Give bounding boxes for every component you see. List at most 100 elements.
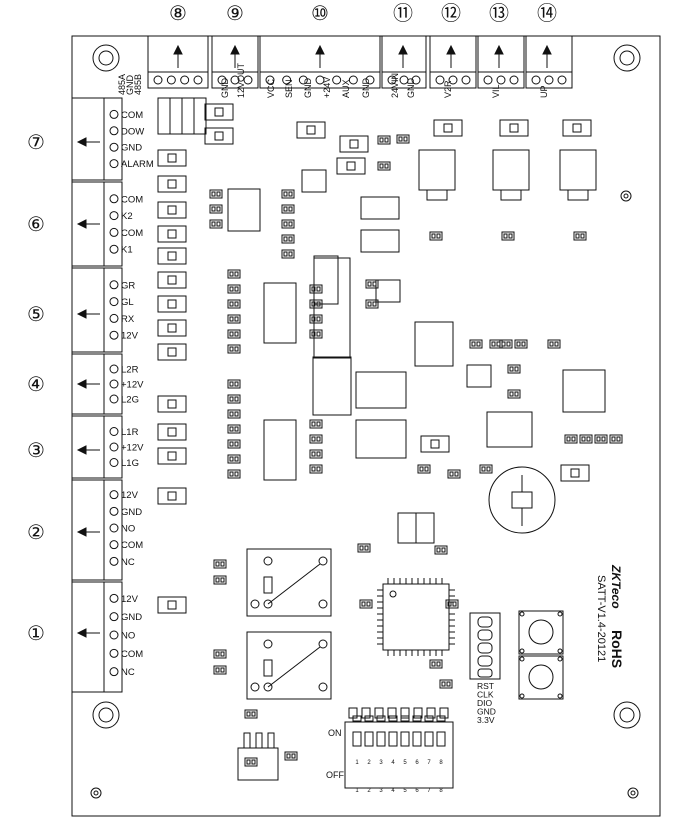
left-pin-label: COM (121, 649, 143, 660)
top-connector-number: ⑧ (169, 3, 187, 25)
dip-switch (344, 715, 454, 789)
led (433, 119, 463, 137)
smd-component (309, 464, 323, 474)
smd-component (309, 434, 323, 444)
smd-component (469, 339, 483, 349)
crystal (397, 512, 435, 544)
led (204, 127, 234, 145)
top-pin-label: V2R (443, 80, 453, 98)
smd-component (213, 559, 227, 569)
dip-number: 4 (391, 760, 395, 766)
left-pin-label: COM (121, 228, 143, 239)
smd-component (213, 649, 227, 659)
led (157, 447, 187, 465)
smd-component (281, 249, 295, 259)
left-terminal-1 (71, 581, 123, 693)
left-pin-label: L1R (121, 427, 139, 438)
programming-header (469, 612, 501, 680)
led (157, 149, 187, 167)
top-pin-label: GND (303, 78, 313, 99)
dip-number: 6 (415, 760, 419, 766)
capacitors (355, 196, 533, 459)
left-pin-label: NO (121, 524, 135, 535)
left-pin-label: K1 (121, 245, 133, 256)
smd-component (227, 299, 241, 309)
smd-component (227, 269, 241, 279)
left-pin-label: RX (121, 314, 135, 325)
led (499, 119, 529, 137)
smd-component (213, 575, 227, 585)
smd-component (227, 439, 241, 449)
top-pin-label: SEN (284, 79, 294, 98)
left-connector-number: ⑥ (27, 214, 45, 236)
top-connector-number: ⑨ (226, 3, 244, 25)
relay-bottom (246, 631, 332, 700)
smd-component (507, 389, 521, 399)
led (560, 464, 590, 482)
smd-component (281, 204, 295, 214)
top-pin-label: GND (125, 75, 135, 96)
dip-number-bottom: 3 (379, 788, 383, 794)
smd-component (244, 757, 258, 767)
transistor (237, 732, 279, 781)
top-pin-label: VCC (266, 78, 276, 98)
dip-number-bottom: 6 (415, 788, 419, 794)
top-terminal-10 (259, 35, 381, 89)
smd-component (357, 543, 371, 553)
prog-pin-label: RST (477, 681, 494, 691)
dip-number: 7 (427, 760, 431, 766)
rohs-label: RoHS (609, 630, 625, 668)
smd-component (365, 279, 379, 289)
push-button-2 (518, 655, 564, 700)
left-pin-label: +12V (121, 380, 144, 391)
brand-logo: ZKTeco (609, 564, 623, 609)
left-terminal-7 (71, 97, 123, 181)
header-pin (426, 707, 436, 719)
left-pin-label: NC (121, 557, 135, 568)
regulators (418, 149, 597, 201)
top-pin-label: +24V (322, 77, 332, 98)
smd-component (429, 659, 443, 669)
dip-on-label: ON (328, 728, 342, 738)
top-pin-label: GND (361, 78, 371, 99)
led-components (157, 103, 592, 614)
board-outline (71, 35, 661, 817)
top-pin-label: 24VIN (390, 73, 400, 98)
smd-component (284, 751, 298, 761)
left-pin-label: 12V (121, 490, 139, 501)
led (296, 121, 326, 139)
dip-number: 3 (379, 760, 383, 766)
left-pin-label: +12V (121, 443, 144, 454)
top-terminal-13 (477, 35, 525, 89)
smd-component (213, 665, 227, 675)
prog-pin-label: CLK (477, 690, 494, 700)
smd-component (514, 339, 528, 349)
smd-component (445, 599, 459, 609)
left-pin-label: L2G (121, 395, 139, 406)
top-connector-number: ⑬ (489, 2, 509, 25)
led (157, 225, 187, 243)
dip-number-bottom: 8 (439, 788, 443, 794)
smd-component (377, 135, 391, 145)
top-connector-number: ⑭ (537, 2, 557, 25)
smd-component (547, 339, 561, 349)
left-pin-label: GR (121, 280, 135, 291)
smd-component (309, 314, 323, 324)
led (562, 119, 592, 137)
smd-component (309, 449, 323, 459)
left-terminal-4 (71, 353, 123, 415)
led (204, 103, 234, 121)
led (157, 247, 187, 265)
top-terminal-9 (211, 35, 259, 89)
smd-component (281, 189, 295, 199)
smd-component (365, 299, 379, 309)
dip-number: 8 (439, 760, 443, 766)
smd-component (227, 469, 241, 479)
top-terminal-blocks (147, 35, 573, 89)
top-pin-label: 485A (117, 74, 127, 95)
